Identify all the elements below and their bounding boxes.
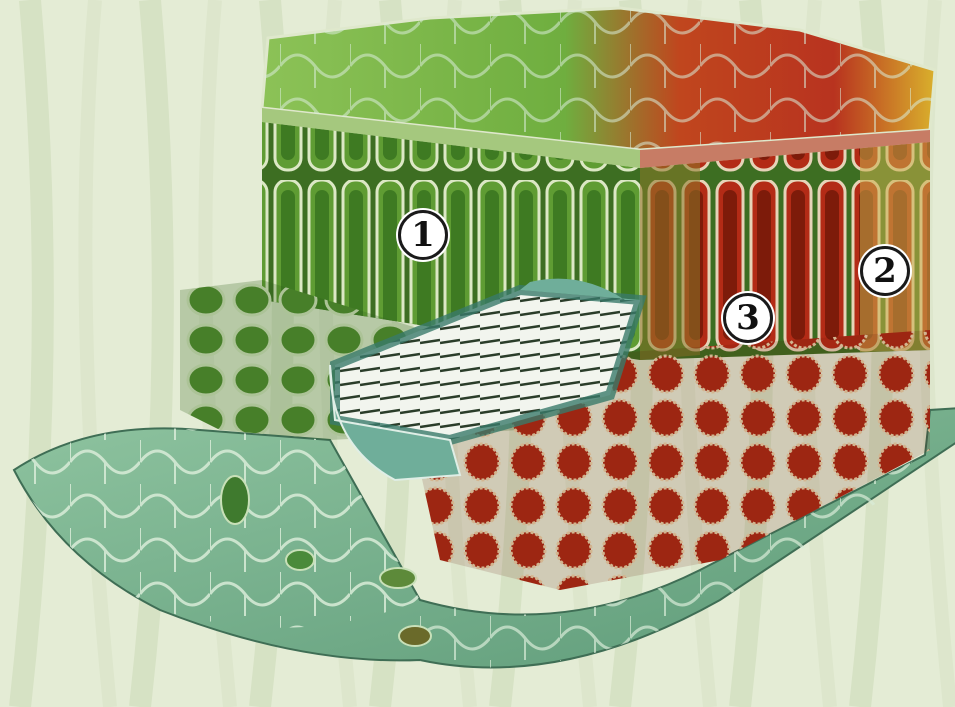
callout-2-label: 2 bbox=[873, 254, 897, 288]
cropped-edge-mark bbox=[0, 118, 8, 158]
callout-3-label: 3 bbox=[736, 301, 760, 335]
callout-2-badge: 2 bbox=[860, 246, 910, 296]
callout-1-badge: 1 bbox=[398, 210, 448, 260]
callout-3-badge: 3 bbox=[723, 293, 773, 343]
cropped-edge-mark bbox=[0, 440, 8, 480]
callout-1-label: 1 bbox=[411, 218, 435, 252]
